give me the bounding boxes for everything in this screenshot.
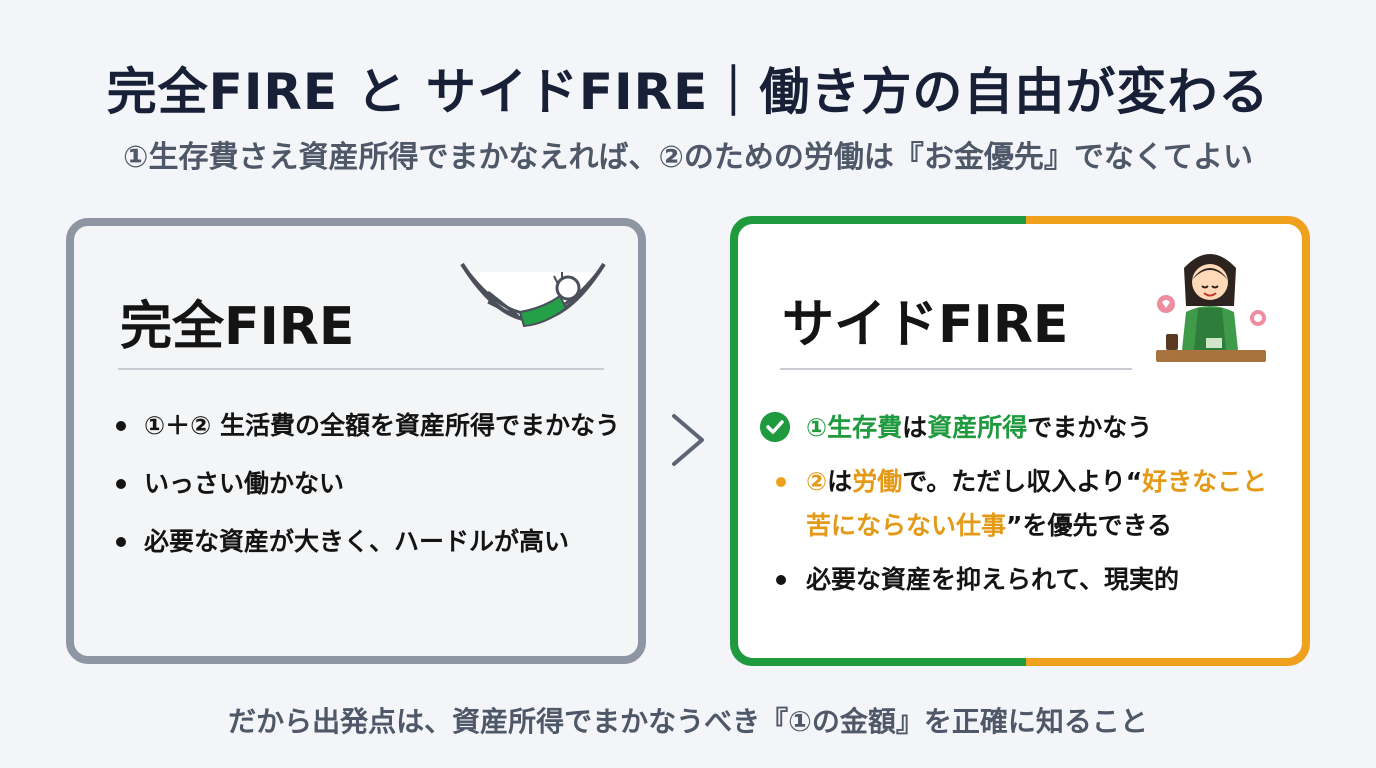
list-item: 必要な資産を抑えられて、現実的 [760,558,1290,602]
divider [118,368,604,370]
list-item: いっさい働かない [114,462,624,506]
check-circle-icon [760,412,790,442]
chevron-right-icon [672,414,704,466]
list-item: 必要な資産が大きく、ハードルが高い [114,520,624,564]
side-fire-card-body: サイドFIRE [738,224,1302,658]
side-fire-bullets: ①生存費は資産所得でまかなう ②は労働で。ただし収入より“好きなこと苦にならない… [760,406,1290,612]
bullet-dot-icon [776,575,786,585]
bullet-dot-icon [116,537,126,547]
side-fire-heading: サイドFIRE [782,295,1069,355]
page-title: 完全FIRE と サイドFIRE｜働き方の自由が変わる [106,63,1270,121]
list-item: ①＋② 生活費の全額を資産所得でまかなう [114,404,624,448]
full-fire-card: 完全FIRE ①＋② 生活費の全額を資産所得でまかなう いっさい働かない 必要な… [66,218,646,664]
list-item: ①生存費は資産所得でまかなう [760,406,1290,450]
list-item: ②は労働で。ただし収入より“好きなこと苦にならない仕事”を優先できる [760,460,1290,548]
hammock-icon [460,262,606,328]
full-fire-heading: 完全FIRE [120,297,355,357]
divider [780,368,1132,370]
bullet-dot-icon [776,477,786,487]
page-subtitle: ①生存費さえ資産所得でまかなえれば、②のための労働は『お金優先』でなくてよい [123,140,1253,175]
working-person-icon [1156,254,1266,362]
bullet-dot-icon [116,479,126,489]
side-fire-card: サイドFIRE [730,216,1310,666]
footer-message: だから出発点は、資産所得でまかなうべき『①の金額』を正確に知ること [228,705,1148,738]
bullet-dot-icon [116,421,126,431]
full-fire-bullets: ①＋② 生活費の全額を資産所得でまかなう いっさい働かない 必要な資産が大きく、… [114,404,624,578]
